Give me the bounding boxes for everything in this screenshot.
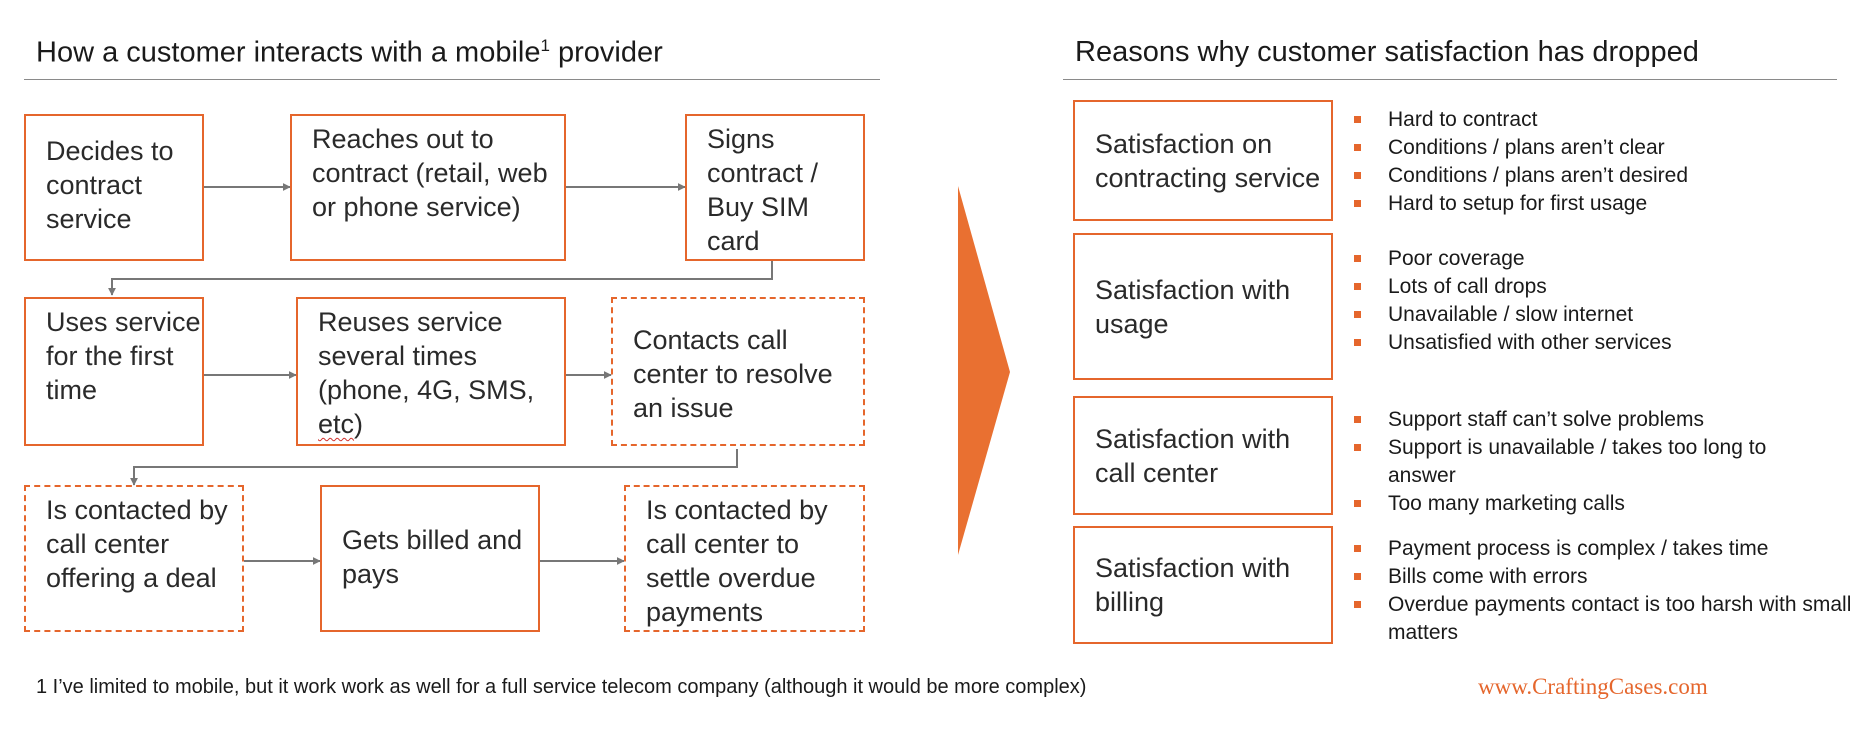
left-title-end: provider [549,36,663,69]
left-title-text: How a customer interacts with a mobile [36,36,541,69]
satisfaction-billing-label: Satisfaction with billing [1095,553,1291,617]
footnote: 1 I’ve limited to mobile, but it work wo… [36,676,1087,698]
bullet-item: Lots of call drops [1352,273,1852,301]
satisfaction-contracting-label: Satisfaction on contracting service [1095,128,1321,193]
step-contacted-overdue: Is contacted by call center to settle ov… [624,485,865,632]
left-title: How a customer interacts with a mobile1 … [36,36,663,70]
right-title: Reasons why customer satisfaction has dr… [1075,36,1699,68]
bullets-usage: Poor coverage Lots of call drops Unavail… [1352,245,1852,357]
satisfaction-contracting: Satisfaction on contracting service [1073,100,1333,221]
footnote-marker: 1 [540,36,550,55]
bullet-item: Support is unavailable / takes too long … [1352,434,1772,490]
bullet-item: Overdue payments contact is too harsh wi… [1352,591,1852,647]
big-chevron-arrow [958,186,1010,555]
brand-url[interactable]: www.CraftingCases.com [1478,674,1708,699]
step-reaches-out: Reaches out to contract (retail, web or … [290,114,566,261]
satisfaction-usage: Satisfaction with usage [1073,233,1333,380]
step-reuses-close: ) [354,409,364,439]
bullet-item: Support staff can’t solve problems [1352,406,1772,434]
bullets-contracting: Hard to contract Conditions / plans aren… [1352,106,1852,218]
step-contacts-call-center: Contacts call center to resolve an issue [611,297,865,446]
satisfaction-billing: Satisfaction with billing [1073,526,1333,644]
satisfaction-usage-label: Satisfaction with usage [1095,274,1291,339]
bullet-item: Conditions / plans aren’t clear [1352,134,1852,162]
bullet-item: Bills come with errors [1352,563,1852,591]
bullet-item: Poor coverage [1352,245,1852,273]
bullet-item: Too many marketing calls [1352,490,1772,518]
step-reuses-etc: etc [318,409,355,439]
step-reuses-service: Reuses service several times (phone, 4G,… [296,297,566,446]
bullets-billing: Payment process is complex / takes time … [1352,535,1852,647]
bullet-item: Conditions / plans aren’t desired [1352,162,1852,190]
satisfaction-call-center-label: Satisfaction with call center [1095,423,1291,488]
right-title-rule [1063,79,1837,80]
step-contacted-offer: Is contacted by call center offering a d… [24,485,244,632]
bullet-item: Hard to contract [1352,106,1852,134]
step-uses-service: Uses service for the first time [24,297,204,446]
step-signs-contract: Signs contract / Buy SIM card [685,114,865,261]
bullet-item: Unavailable / slow internet [1352,301,1852,329]
satisfaction-call-center: Satisfaction with call center [1073,396,1333,515]
bullet-item: Unsatisfied with other services [1352,329,1852,357]
step-decides-to-contract: Decides to contract service [24,114,204,261]
step-reuses-text: Reuses service several times (phone, 4G,… [318,307,535,405]
arrow-s3-s4 [108,261,773,296]
bullets-call-center: Support staff can’t solve problems Suppo… [1352,406,1772,518]
bullet-item: Payment process is complex / takes time [1352,535,1852,563]
step-billed-pays: Gets billed and pays [320,485,540,632]
arrow-s6-s7 [130,449,738,486]
bullet-item: Hard to setup for first usage [1352,190,1852,218]
left-title-rule [24,79,880,80]
